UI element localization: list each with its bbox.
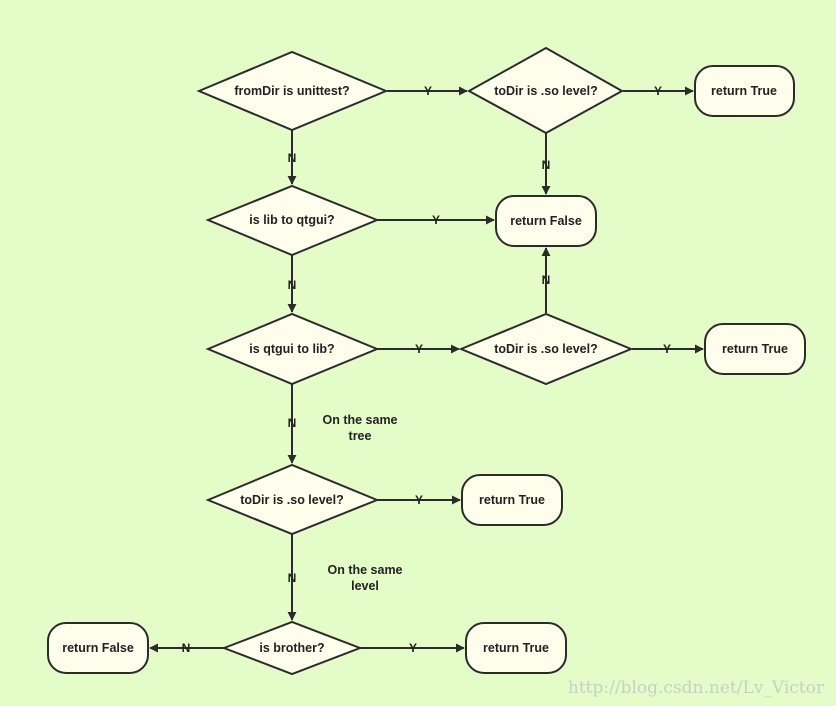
node-label: fromDir is unittest? [234,84,349,98]
decision-todir-so-level-3: toDir is .so level? [205,463,380,536]
node-label: return False [62,641,134,655]
edge-libqtgui-yes: Y [377,213,495,227]
edge-brother-no: N [149,641,224,655]
edge-todir2-no: N [541,247,551,313]
edge-label: N [542,273,551,287]
decision-is-brother: is brother? [221,620,363,676]
edge-label: Y [424,84,432,98]
note-line: level [351,579,379,593]
edge-label: N [288,416,297,430]
edge-label: Y [409,641,417,655]
node-label: toDir is .so level? [494,84,598,98]
node-label: return True [479,493,545,507]
decision-lib-to-qtgui: is lib to qtgui? [205,184,380,257]
decision-qtgui-to-lib: is qtgui to lib? [205,312,380,386]
note-line: On the same [327,563,402,577]
decision-fromdir-unittest: fromDir is unittest? [196,50,389,132]
terminal-return-false-2: return False [47,622,149,674]
edge-label: N [288,151,297,165]
edge-label: Y [415,342,423,356]
edge-todir3-no: N [287,534,297,621]
terminal-return-false-1: return False [495,195,597,247]
edge-label: N [288,278,297,292]
node-label: is qtgui to lib? [249,342,334,356]
node-label: return True [722,342,788,356]
decision-todir-so-level-1: toDir is .so level? [466,46,625,135]
edge-label: Y [663,342,671,356]
edge-brother-yes: Y [360,641,465,655]
edge-fromdir-yes: Y [387,84,468,98]
edge-fromdir-no: N [287,130,297,185]
node-label: toDir is .so level? [494,342,598,356]
note-same-level: On the same level [327,563,402,593]
edge-label: Y [654,84,662,98]
edge-qtguilib-yes: Y [377,342,460,356]
edge-todir1-yes: Y [623,84,694,98]
node-label: return True [483,641,549,655]
edge-label: Y [415,493,423,507]
note-same-tree: On the same tree [322,413,397,443]
decision-todir-so-level-2: toDir is .so level? [458,312,634,386]
edge-label: N [182,641,191,655]
node-label: return False [510,214,582,228]
edge-todir1-no: N [541,133,551,195]
note-line: tree [349,429,372,443]
node-label: toDir is .so level? [240,493,344,507]
edge-libqtgui-no: N [287,255,297,313]
edges: Y Y N N Y N Y [149,84,704,655]
edge-label: Y [432,213,440,227]
edge-label: N [542,158,551,172]
edge-qtguilib-no: N [287,384,297,464]
node-label: return True [711,84,777,98]
edge-label: N [288,571,297,585]
terminal-return-true-1: return True [694,65,795,117]
terminal-return-true-2: return True [704,323,806,375]
watermark: http://blog.csdn.net/Lv_Victor [568,678,825,698]
edge-todir3-yes: Y [377,493,461,507]
node-label: is brother? [259,641,324,655]
note-line: On the same [322,413,397,427]
terminal-return-true-3: return True [461,474,563,526]
terminal-return-true-4: return True [465,622,567,674]
node-label: is lib to qtgui? [249,213,334,227]
edge-todir2-yes: Y [632,342,704,356]
